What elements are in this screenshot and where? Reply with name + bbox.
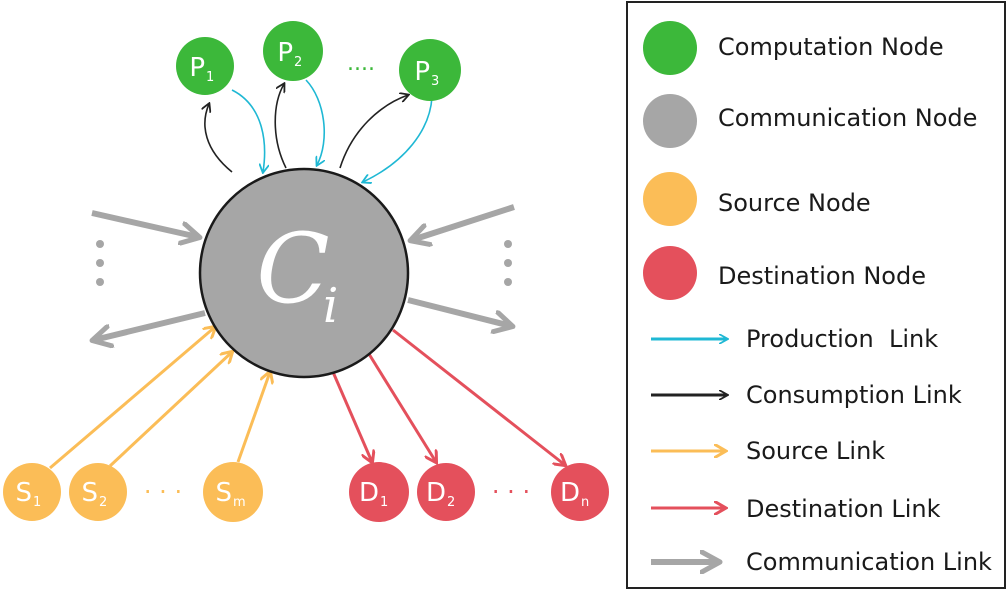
- processor-ellipsis: ....: [347, 51, 375, 76]
- processor-subscript: 1: [206, 70, 214, 85]
- destination-link-1: [331, 371, 372, 462]
- communication-node-center: C i: [198, 167, 410, 379]
- consumption-link-2: [274, 84, 287, 169]
- legend-source-label: Source Node: [718, 189, 871, 217]
- communication-links: [91, 204, 515, 340]
- legend-consumption-label: Consumption Link: [746, 381, 962, 409]
- processor-subscript: 3: [431, 74, 439, 89]
- destination-subscript: 1: [380, 495, 388, 510]
- source-link-2: [108, 352, 232, 468]
- source-node-m: S m: [203, 462, 263, 522]
- source-letter: S: [15, 478, 32, 508]
- vertical-dot: [504, 259, 512, 267]
- destination-letter: D: [359, 478, 379, 508]
- vertical-dot: [504, 278, 512, 286]
- destination-link-n: [392, 328, 565, 465]
- vertical-dot: [504, 240, 512, 248]
- vertical-dot: [96, 259, 104, 267]
- processor-subscript: 2: [294, 55, 302, 70]
- processor-node-3: P 3: [399, 39, 461, 101]
- consumption-link-1: [205, 104, 233, 173]
- processor-letter: P: [414, 57, 430, 87]
- source-ellipsis: · · ·: [144, 478, 182, 506]
- processor-node-1: P 1: [176, 37, 234, 95]
- comm-link-out-left: [94, 310, 206, 340]
- source-node-2: S 2: [69, 463, 127, 521]
- source-letter: S: [215, 478, 232, 508]
- vertical-dot: [96, 278, 104, 286]
- comm-link-in-left: [91, 210, 198, 237]
- processor-links: [205, 79, 433, 182]
- legend-source-link-label: Source Link: [746, 437, 885, 465]
- legend-computation-swatch: [643, 21, 697, 75]
- legend-communication-swatch: [643, 94, 697, 148]
- destination-subscript: 2: [447, 495, 455, 510]
- center-node-letter: C: [256, 213, 329, 325]
- comm-link-in-right: [412, 204, 515, 240]
- destination-link-2: [367, 353, 436, 462]
- legend-communication-link-label: Communication Link: [746, 548, 992, 576]
- production-link-1: [231, 89, 265, 172]
- legend-box: [626, 1, 1006, 589]
- legend-source-swatch: [643, 172, 697, 226]
- processor-letter: P: [277, 38, 293, 68]
- legend: Computation Node Communication Node Sour…: [626, 1, 1006, 589]
- source-nodes: S 1 S 2 · · · S m: [3, 462, 263, 522]
- destination-nodes: D 1 D 2 · · · D n: [349, 462, 609, 522]
- processor-nodes: P 1 P 2 .... P 3: [176, 21, 461, 101]
- legend-destination-swatch: [643, 246, 697, 300]
- comm-link-out-right: [407, 297, 511, 326]
- processor-letter: P: [189, 53, 205, 83]
- vertical-dot: [96, 240, 104, 248]
- destination-node-n: D n: [551, 463, 609, 521]
- destination-letter: D: [560, 478, 580, 508]
- destination-letter: D: [426, 478, 446, 508]
- source-letter: S: [81, 478, 98, 508]
- legend-communication-label: Communication Node: [718, 104, 977, 132]
- source-link-m: [236, 372, 270, 463]
- source-link-1: [49, 327, 215, 470]
- processor-node-2: P 2: [263, 21, 323, 81]
- destination-node-1: D 1: [349, 462, 409, 522]
- consumption-link-3: [339, 95, 408, 169]
- production-link-2: [305, 79, 324, 165]
- legend-production-label: Production Link: [746, 325, 938, 353]
- source-links: [49, 327, 270, 470]
- source-subscript: 1: [33, 495, 41, 510]
- destination-node-2: D 2: [417, 463, 475, 521]
- source-subscript: 2: [99, 495, 107, 510]
- source-node-1: S 1: [3, 463, 61, 521]
- destination-ellipsis: · · ·: [492, 478, 530, 506]
- destination-links: [331, 328, 565, 465]
- legend-destination-label: Destination Node: [718, 262, 926, 290]
- legend-computation-label: Computation Node: [718, 33, 944, 61]
- center-node-subscript: i: [323, 278, 338, 334]
- production-link-3: [363, 96, 433, 182]
- destination-subscript: n: [581, 495, 589, 510]
- legend-destination-link-label: Destination Link: [746, 495, 941, 523]
- source-subscript: m: [233, 495, 246, 510]
- center-node-circle: [198, 167, 410, 379]
